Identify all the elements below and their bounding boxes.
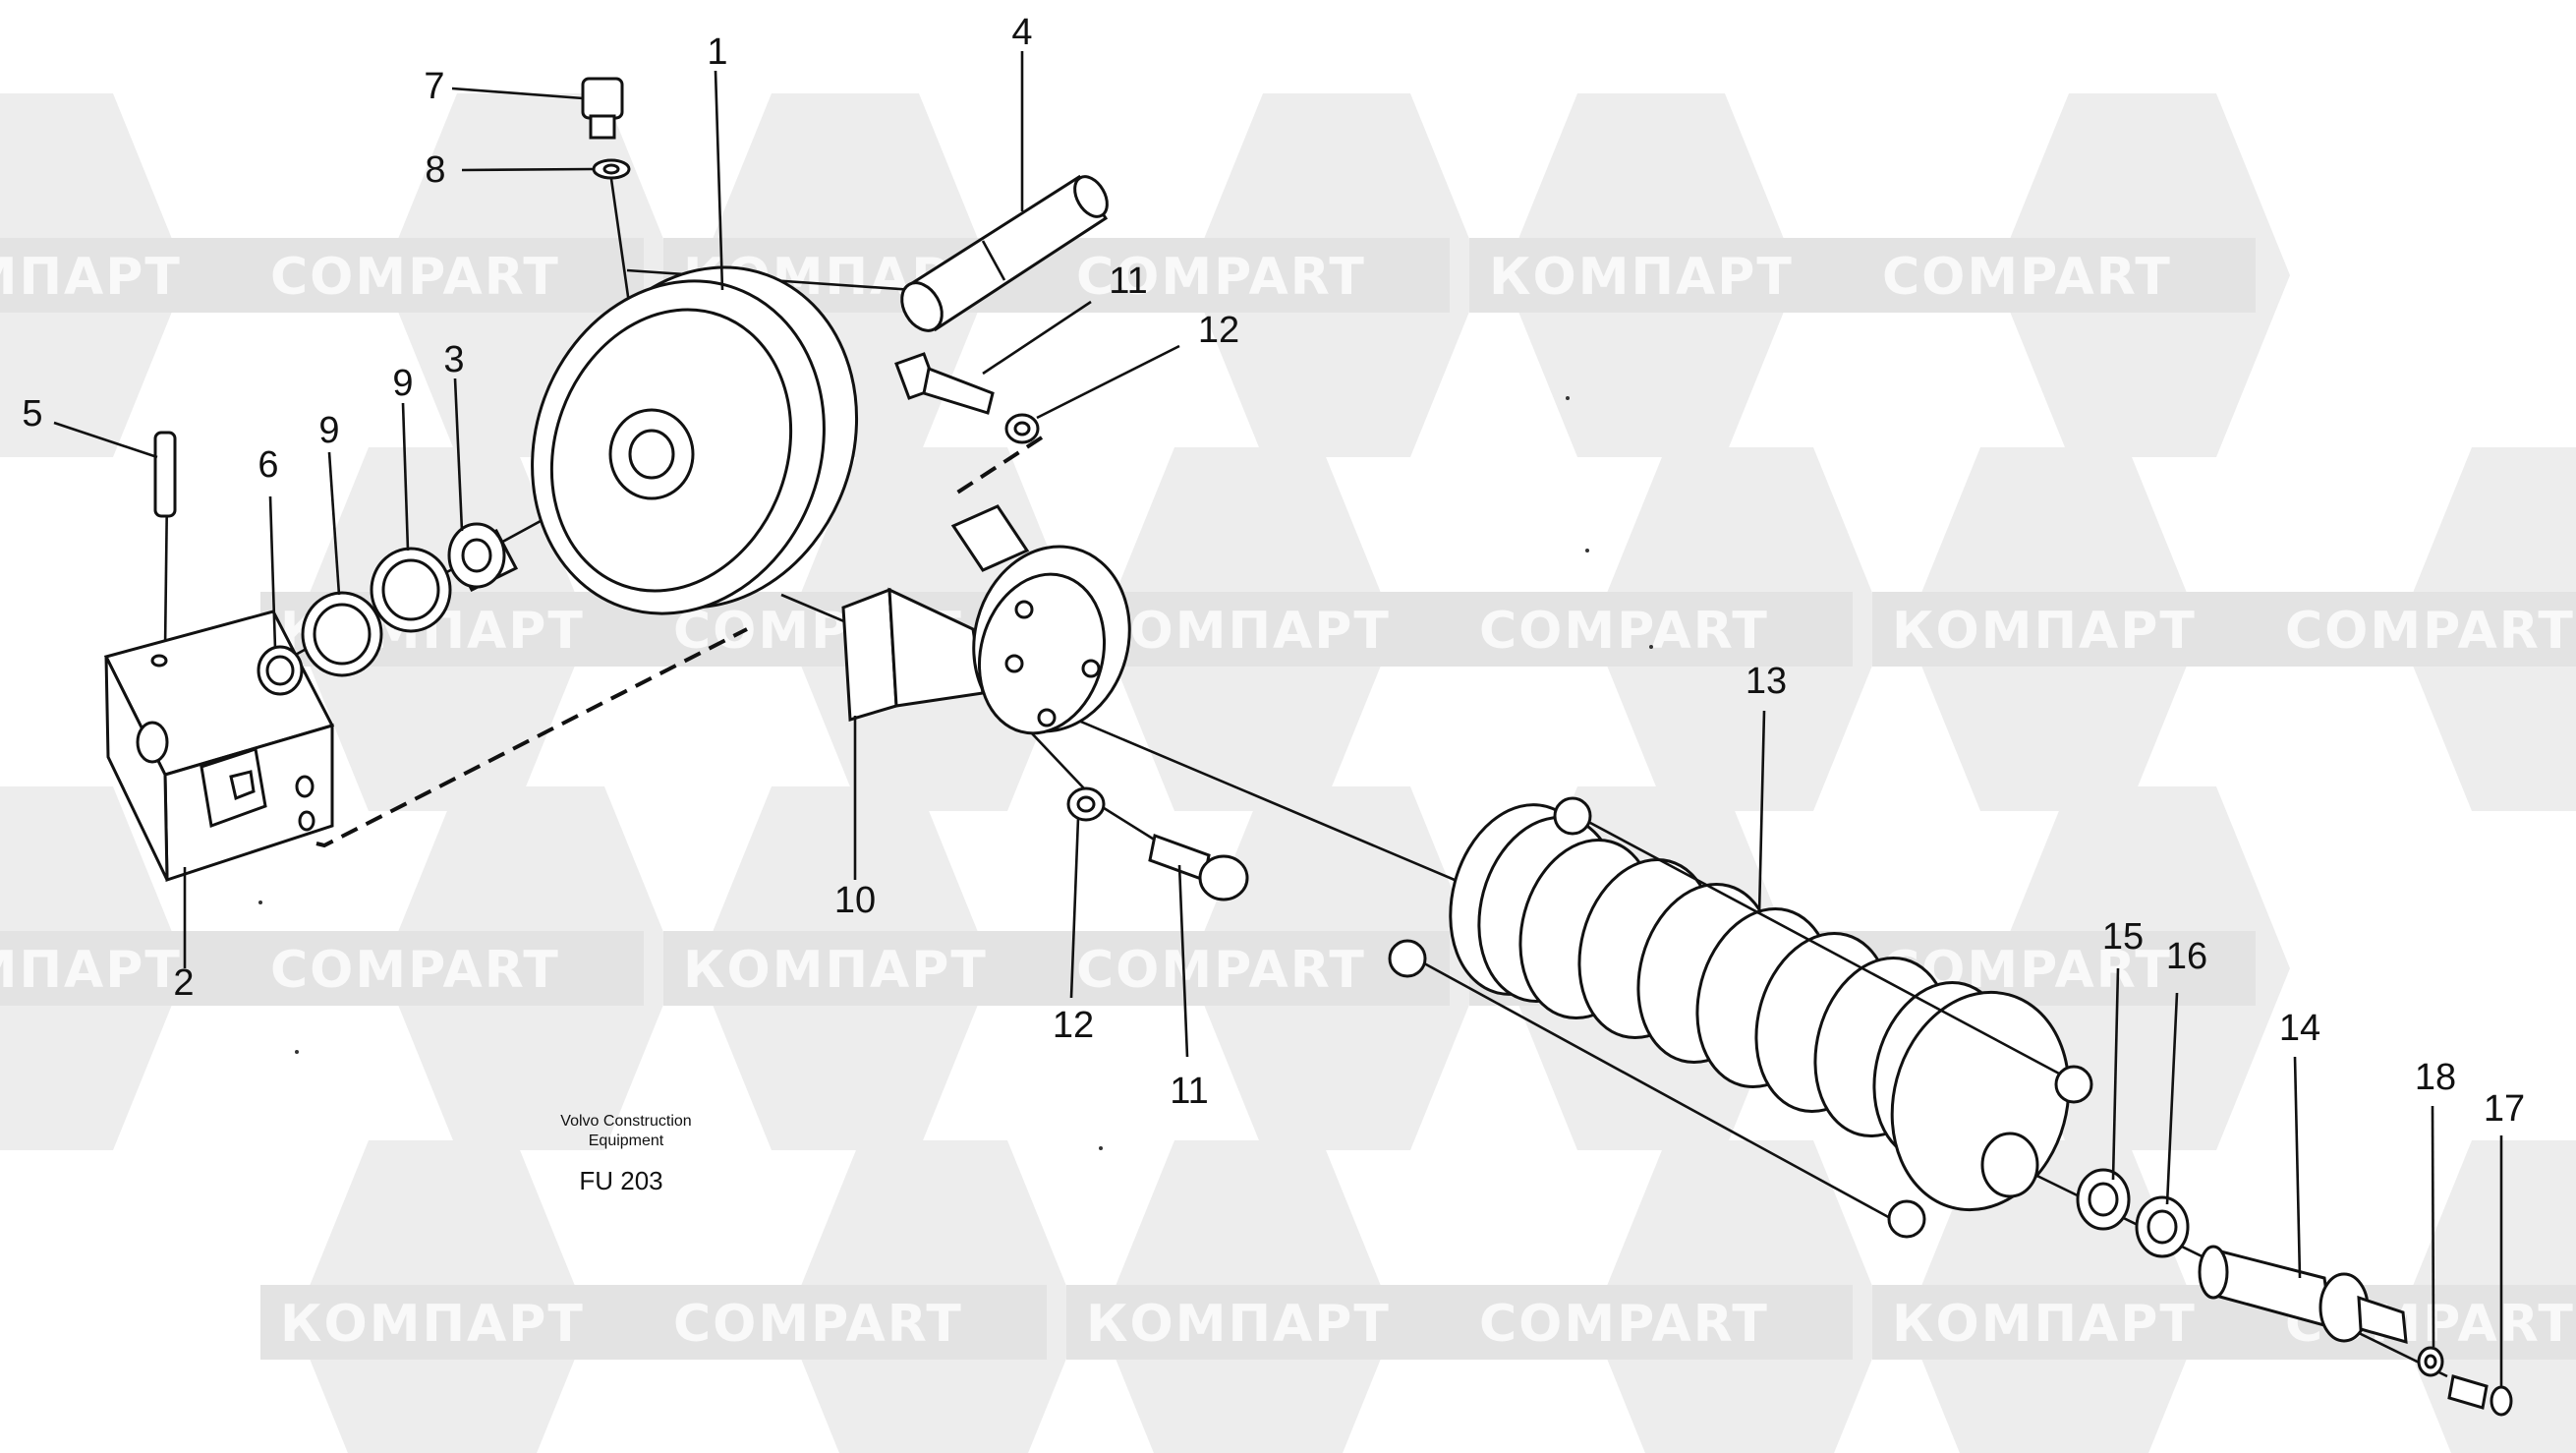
watermark-layer: КОМПАРТ COMPART КОМПАРТ COMPART КОМПАРТ COMPA… <box>0 93 2576 1453</box>
callout-c6: 6 <box>258 444 278 486</box>
watermark-text-cyrillic: КОМПАРТ <box>1489 248 1794 307</box>
watermark-band <box>0 931 644 1006</box>
watermark-band <box>0 238 644 313</box>
callout-c9b: 9 <box>392 363 413 404</box>
speck-dots <box>258 396 1653 1150</box>
watermark-text-cyrillic: КОМПАРТ <box>1086 1295 1391 1354</box>
watermark-text-latin: COMPART <box>2285 602 2575 661</box>
watermark-text-latin: COMPART <box>270 248 560 307</box>
callout-c12a: 12 <box>1198 310 1239 351</box>
watermark-text-cyrillic: КОМПАРТ <box>1086 602 1391 661</box>
callout-c17: 17 <box>2484 1088 2525 1130</box>
part-cylinder <box>2198 1245 2408 1345</box>
callout-c12b: 12 <box>1053 1005 1094 1046</box>
part-bolt-upper <box>894 352 1040 444</box>
callout-c16: 16 <box>2166 936 2207 977</box>
watermark-text-cyrillic: КОМПАРТ <box>683 941 988 1000</box>
part-mounting-block <box>103 610 335 883</box>
watermark-text-cyrillic: КОМПАРТ <box>0 941 182 1000</box>
watermark-text-cyrillic: КОМПАРТ <box>1892 1295 2197 1354</box>
callout-c13: 13 <box>1746 661 1787 702</box>
watermark-text-cyrillic: КОМПАРТ <box>1892 602 2197 661</box>
part-bolt-lower <box>1066 786 1249 901</box>
figure-code: FU 203 <box>579 1166 662 1195</box>
callout-c15: 15 <box>2102 916 2144 958</box>
watermark-text-latin: COMPART <box>1076 941 1366 1000</box>
callout-c9a: 9 <box>318 410 339 451</box>
watermark-text-latin: COMPART <box>1479 602 1769 661</box>
watermark-text-latin: COMPART <box>1479 1295 1769 1354</box>
watermark-band <box>1066 1285 1853 1360</box>
callout-c5: 5 <box>22 393 42 435</box>
callout-c3: 3 <box>443 339 464 380</box>
watermark-text-latin: COMPART <box>1882 248 2172 307</box>
part-pin <box>153 431 177 518</box>
maker-line-2: Equipment <box>589 1133 664 1149</box>
callout-c11a: 11 <box>1109 261 1147 302</box>
callout-c4: 4 <box>1011 12 1032 53</box>
part-top-bolt <box>581 77 631 180</box>
callout-c10: 10 <box>834 880 876 921</box>
watermark-band <box>1469 238 2256 313</box>
watermark-band <box>663 931 1450 1006</box>
part-recoil-spring <box>1388 796 2093 1239</box>
leader-lines <box>53 51 2503 1386</box>
callout-c1: 1 <box>707 31 727 73</box>
watermark-text-latin: COMPART <box>270 941 560 1000</box>
watermark-text-latin: COMPART <box>673 1295 963 1354</box>
callout-c2: 2 <box>173 962 194 1004</box>
part-washers <box>2076 1168 2190 1258</box>
callout-c7: 7 <box>424 66 444 107</box>
callout-c18: 18 <box>2415 1057 2456 1098</box>
watermark-text-cyrillic: КОМПАРТ <box>280 1295 585 1354</box>
watermark-text-cyrillic: КОМПАРТ <box>0 248 182 307</box>
watermark-band <box>1872 592 2576 667</box>
part-idler-wheel <box>531 265 859 615</box>
dashed-guides <box>315 436 1044 848</box>
part-seal-rings <box>257 522 519 696</box>
maker-note: Volvo Construction Equipment FU 203 <box>560 1113 691 1195</box>
callout-c11b: 11 <box>1170 1071 1208 1112</box>
part-grease-fitting <box>2417 1346 2513 1417</box>
maker-line-1: Volvo Construction <box>560 1113 691 1130</box>
callout-c14: 14 <box>2279 1008 2320 1049</box>
watermark-band <box>1066 592 1853 667</box>
watermark-band <box>260 1285 1047 1360</box>
watermark-text-latin: COMPART <box>1076 248 1366 307</box>
part-bracket <box>841 504 1131 735</box>
callout-c8: 8 <box>425 149 445 191</box>
part-shaft <box>900 174 1109 332</box>
